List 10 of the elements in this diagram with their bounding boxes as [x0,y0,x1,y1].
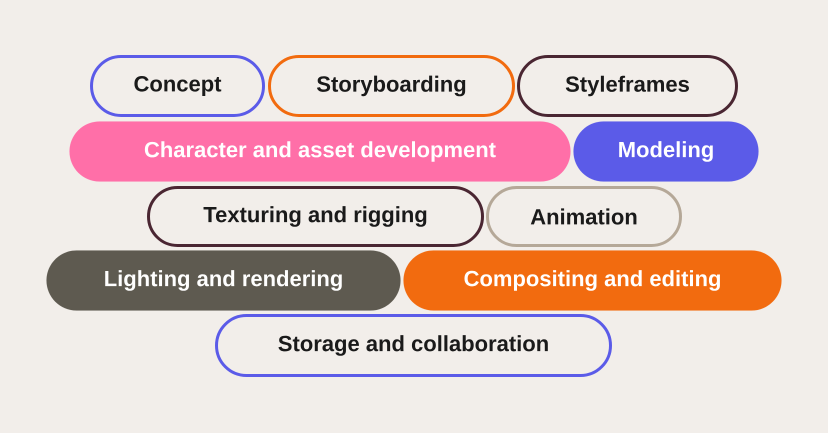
pill-box: Animation [486,186,682,247]
pill-box: Styleframes [517,55,738,117]
pill-box: Concept [90,55,265,117]
pill-box: Modeling [573,121,759,182]
pill-box: Compositing and editing [403,250,782,311]
pill-box: Storage and collaboration [215,314,612,377]
pill-box: Character and asset development [69,121,571,182]
pill-box: Lighting and rendering [46,250,401,311]
pill-box: Texturing and rigging [147,186,484,247]
pill-box: Storyboarding [268,55,515,117]
